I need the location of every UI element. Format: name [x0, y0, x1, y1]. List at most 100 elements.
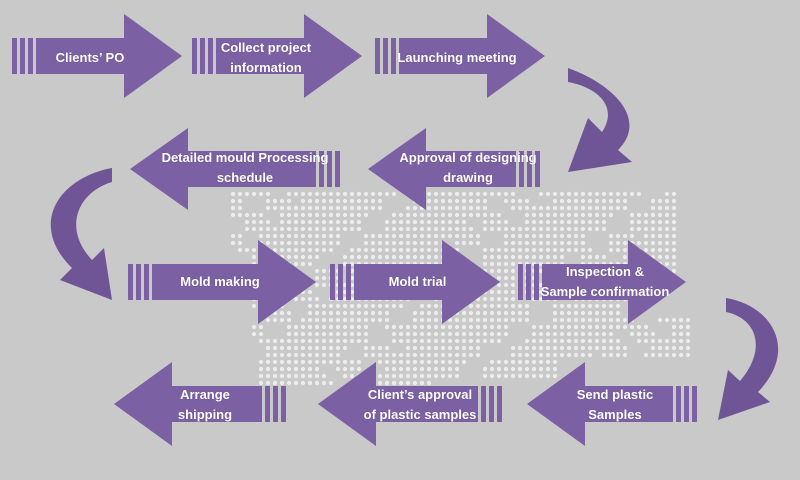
- arrow-tail-bar: [273, 386, 278, 422]
- map-dot: [251, 254, 257, 260]
- arrow-body: [114, 362, 262, 446]
- map-dot: [454, 240, 460, 246]
- map-dot: [307, 324, 313, 330]
- map-dot: [531, 240, 537, 246]
- map-dot: [349, 373, 355, 379]
- map-dot: [377, 247, 383, 253]
- map-dot: [489, 226, 495, 232]
- map-dot: [419, 380, 425, 386]
- map-dot: [538, 352, 544, 358]
- map-dot: [279, 373, 285, 379]
- map-dot: [461, 205, 467, 211]
- map-dot: [377, 310, 383, 316]
- map-dot: [615, 317, 621, 323]
- arrow-body: [152, 240, 316, 324]
- map-dot: [447, 366, 453, 372]
- map-dot: [272, 205, 278, 211]
- map-dot: [426, 240, 432, 246]
- map-dot: [545, 338, 551, 344]
- map-dot: [461, 212, 467, 218]
- map-dot: [489, 324, 495, 330]
- map-dot: [559, 219, 565, 225]
- map-dot: [258, 212, 264, 218]
- map-dot: [601, 198, 607, 204]
- map-dot: [447, 205, 453, 211]
- map-dot: [503, 219, 509, 225]
- step-label-mold-making: Mold making: [180, 274, 260, 289]
- map-dot: [580, 345, 586, 351]
- map-dot: [300, 331, 306, 337]
- arrow-tail-bar: [265, 386, 270, 422]
- arrow-tail-bar: [200, 38, 205, 74]
- map-dot: [286, 366, 292, 372]
- map-dot: [398, 303, 404, 309]
- map-dot: [314, 275, 320, 281]
- map-dot: [510, 254, 516, 260]
- map-dot: [363, 247, 369, 253]
- map-dot: [531, 247, 537, 253]
- map-dot: [370, 345, 376, 351]
- map-dot: [307, 205, 313, 211]
- map-dot: [594, 254, 600, 260]
- map-dot: [342, 373, 348, 379]
- map-dot: [566, 324, 572, 330]
- map-dot: [587, 352, 593, 358]
- map-dot: [328, 380, 334, 386]
- map-dot: [489, 359, 495, 365]
- map-dot: [426, 338, 432, 344]
- map-dot: [643, 331, 649, 337]
- map-dot: [566, 247, 572, 253]
- map-dot: [650, 226, 656, 232]
- map-dot: [251, 191, 257, 197]
- map-dot: [419, 240, 425, 246]
- map-dot: [335, 317, 341, 323]
- map-dot: [636, 226, 642, 232]
- map-dot: [307, 310, 313, 316]
- map-dot: [412, 226, 418, 232]
- map-dot: [237, 233, 243, 239]
- map-dot: [489, 247, 495, 253]
- connector-arrow-2: [50, 168, 112, 300]
- map-dot: [510, 240, 516, 246]
- map-dot: [286, 324, 292, 330]
- map-dot: [419, 212, 425, 218]
- map-dot: [391, 352, 397, 358]
- arrow-tail-bar: [136, 264, 141, 300]
- map-dot: [377, 205, 383, 211]
- map-dot: [454, 233, 460, 239]
- map-dot: [356, 219, 362, 225]
- step-label-processing-schedule: Detailed mould Processing schedule: [161, 150, 329, 185]
- arrow-body: [216, 14, 362, 98]
- map-dot: [356, 324, 362, 330]
- map-dot: [293, 296, 299, 302]
- map-dot: [398, 219, 404, 225]
- map-dot: [517, 198, 523, 204]
- map-dot: [335, 359, 341, 365]
- map-dot: [384, 324, 390, 330]
- map-dot: [622, 254, 628, 260]
- map-dot: [580, 303, 586, 309]
- map-dot: [454, 352, 460, 358]
- map-dot: [321, 240, 327, 246]
- map-dot: [643, 338, 649, 344]
- map-dot: [517, 352, 523, 358]
- map-dot: [230, 205, 236, 211]
- map-dot: [300, 359, 306, 365]
- map-dot: [307, 254, 313, 260]
- map-dot: [405, 226, 411, 232]
- map-dot: [321, 338, 327, 344]
- map-dot: [300, 233, 306, 239]
- map-dot: [587, 324, 593, 330]
- map-dot: [615, 240, 621, 246]
- map-dot: [251, 226, 257, 232]
- arrow-body: [399, 14, 545, 98]
- map-dot: [405, 254, 411, 260]
- map-dot: [307, 212, 313, 218]
- step-arrow-client-approval: [318, 362, 502, 446]
- map-dot: [678, 317, 684, 323]
- map-dot: [489, 296, 495, 302]
- map-dot: [433, 317, 439, 323]
- map-dot: [482, 324, 488, 330]
- map-dot: [300, 212, 306, 218]
- map-dot: [482, 254, 488, 260]
